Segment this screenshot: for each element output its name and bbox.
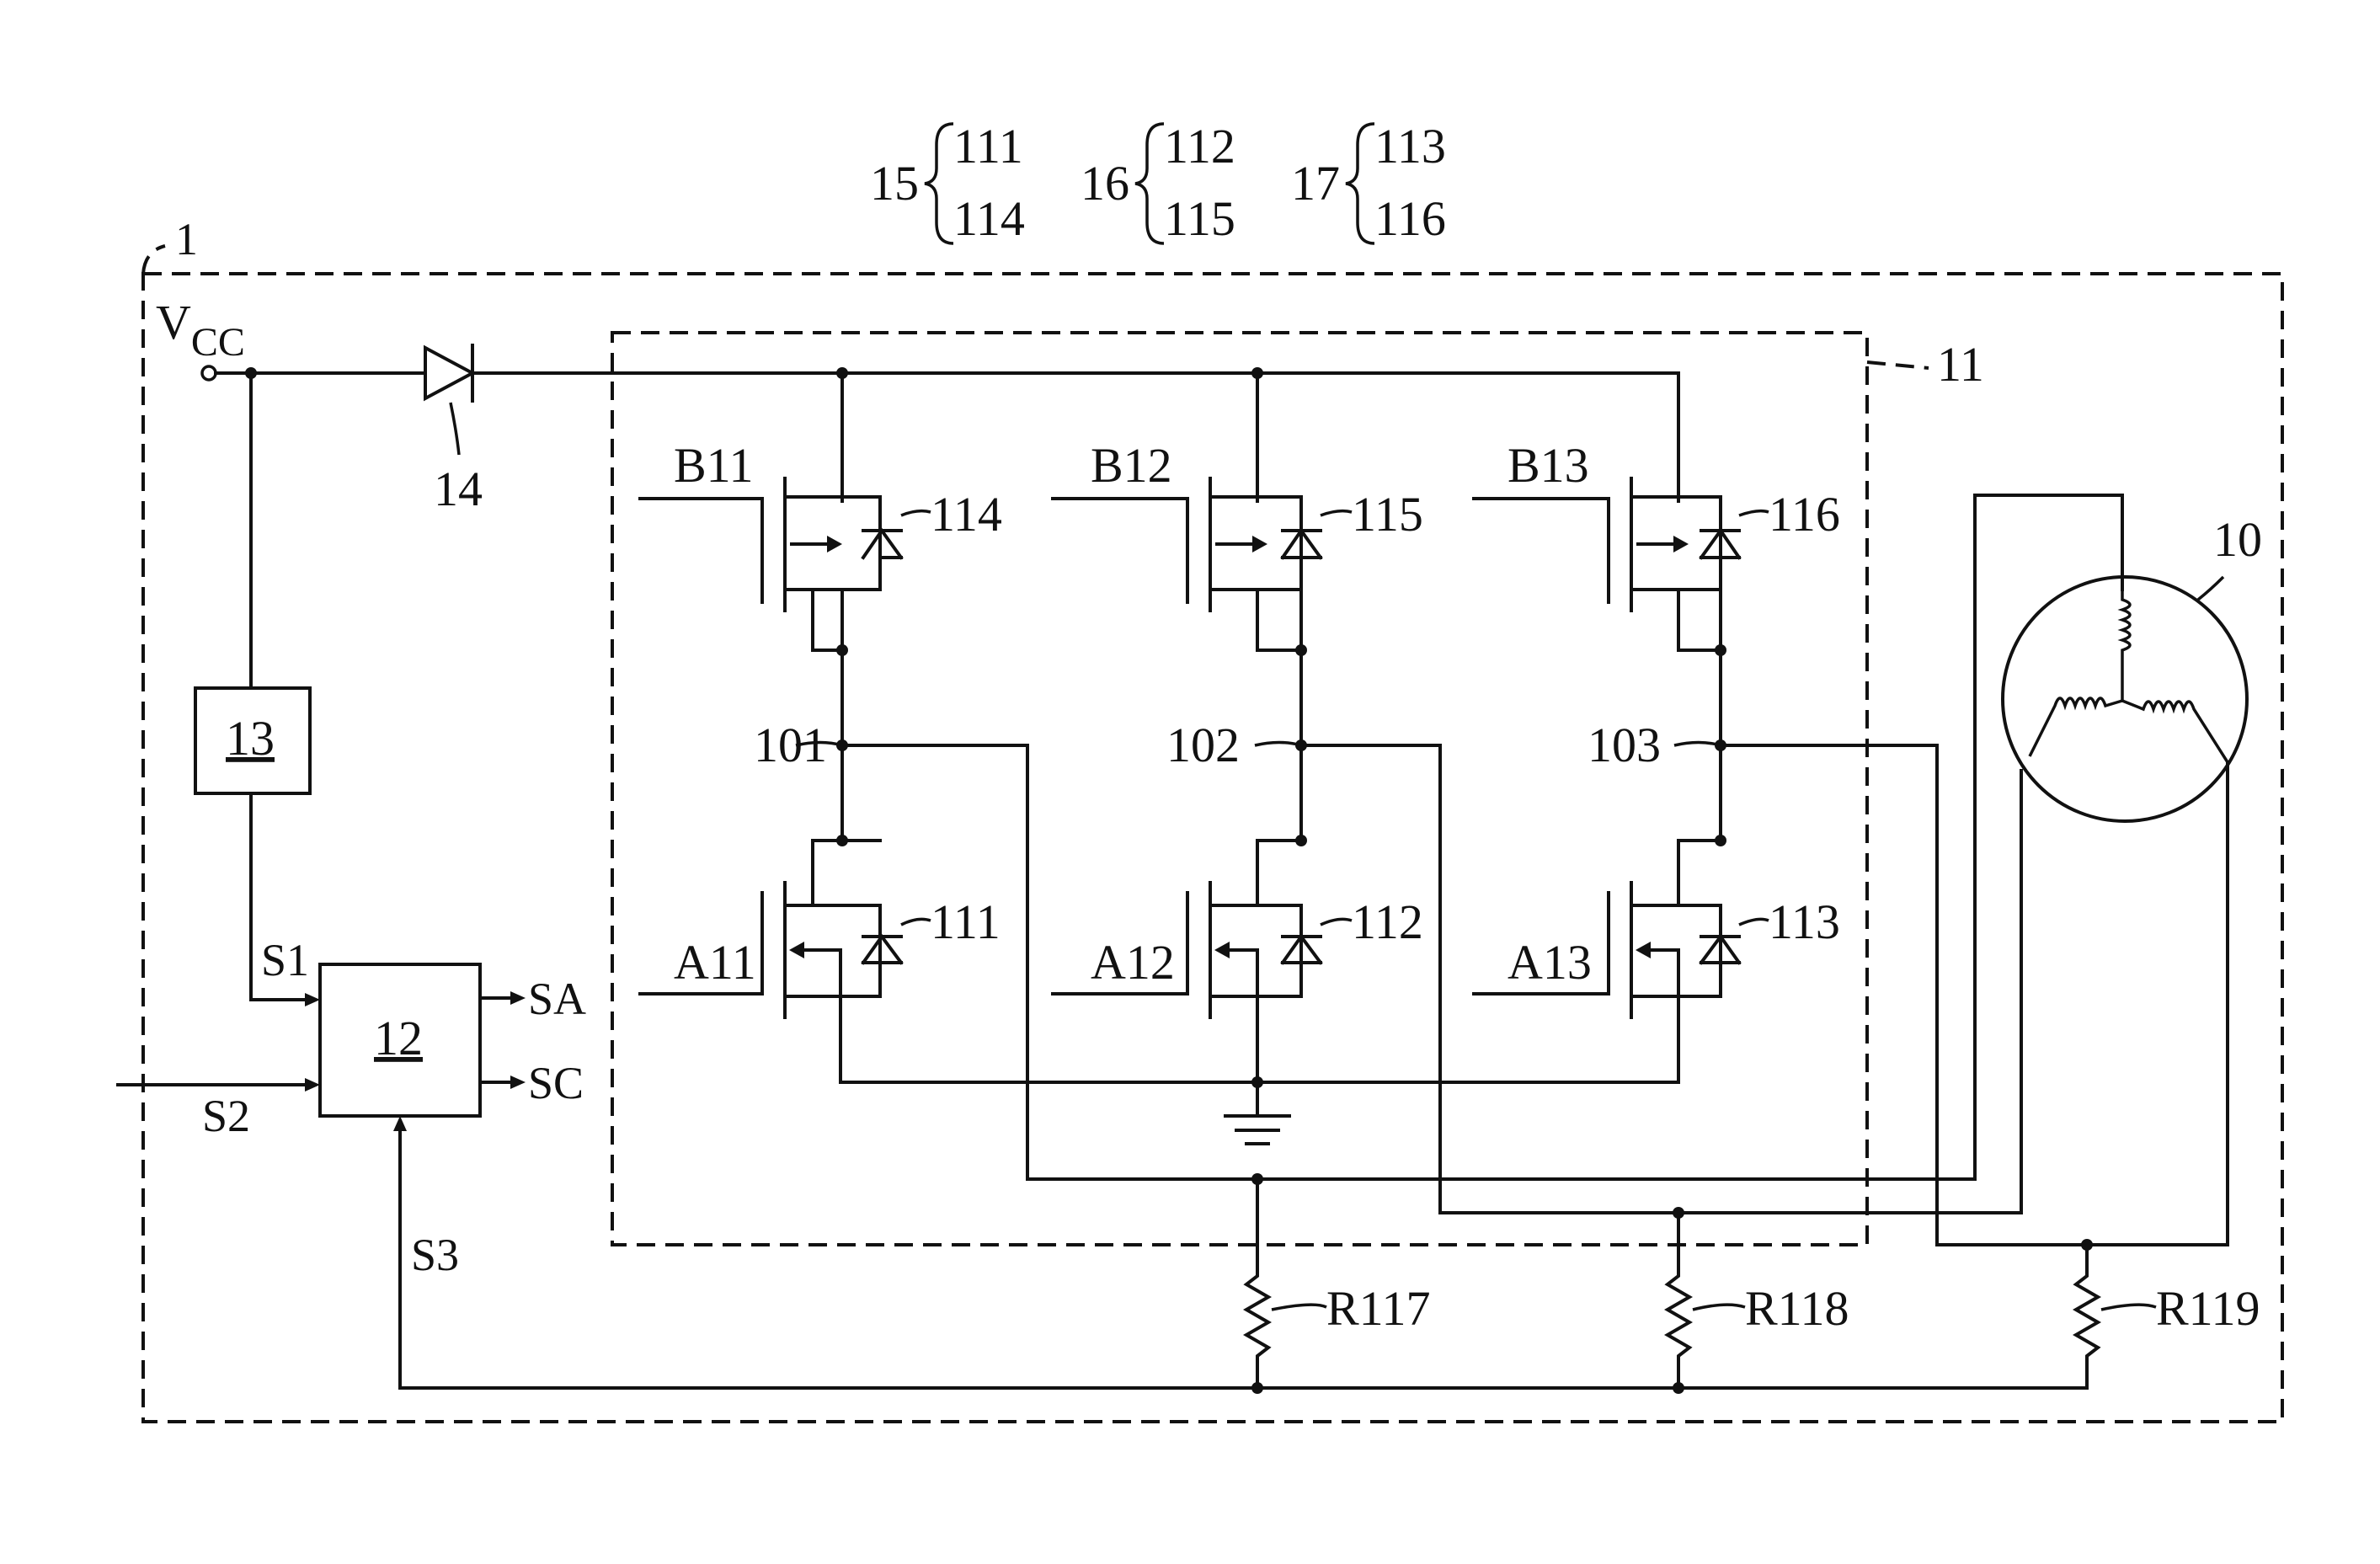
group-16: 16 112 115 xyxy=(1081,119,1235,246)
transistor-113-label: 113 xyxy=(1769,894,1840,949)
resistor-r119-label: R119 xyxy=(2156,1281,2260,1336)
node-101-label: 101 xyxy=(754,718,827,772)
regulator-13-label: 13 xyxy=(226,711,275,766)
group-15-id: 15 xyxy=(870,156,919,211)
winding-a-icon xyxy=(2122,590,2130,701)
transistor-112-label: 112 xyxy=(1352,894,1423,949)
leg-1: 114 B11 101 111 A11 xyxy=(640,373,1002,1082)
transistor-116-label: 116 xyxy=(1769,487,1840,542)
group-17-brace xyxy=(1346,124,1374,243)
group-16-brace xyxy=(1135,124,1164,243)
group-16-bottom: 115 xyxy=(1164,191,1235,246)
resistor-r118-label: R118 xyxy=(1745,1281,1849,1336)
group-legend: 15 111 114 16 112 115 17 113 116 xyxy=(870,119,1446,246)
sense-resistors: R117 R118 R119 xyxy=(400,1173,2260,1394)
diode-14-label: 14 xyxy=(434,462,483,516)
vcc-label: VCC xyxy=(156,295,245,365)
signal-s1-label: S1 xyxy=(261,935,309,985)
group-15-brace xyxy=(925,124,953,243)
transistor-114-label: 114 xyxy=(931,487,1002,542)
resistor-r119: R119 xyxy=(2076,1239,2260,1388)
signal-sc-label: SC xyxy=(528,1058,584,1108)
group-15-bottom: 114 xyxy=(953,191,1025,246)
motor-10: 10 xyxy=(2003,512,2262,821)
group-17-top: 113 xyxy=(1374,119,1446,173)
circuit-1-label: 1 xyxy=(175,214,198,264)
signal-s3-label: S3 xyxy=(411,1230,459,1280)
signal-s2-label: S2 xyxy=(202,1091,250,1141)
transistor-112: 112 A12 xyxy=(1053,835,1423,1082)
winding-b-icon xyxy=(2030,698,2122,756)
node-103-label: 103 xyxy=(1588,718,1661,772)
group-17-bottom: 116 xyxy=(1374,191,1446,246)
group-17: 17 113 116 xyxy=(1291,119,1446,246)
circuit-1-boundary: 1 xyxy=(143,214,2282,1422)
transistor-111: 111 A11 xyxy=(640,835,1001,1082)
gate-b12-label: B12 xyxy=(1091,438,1172,493)
gate-b11-label: B11 xyxy=(674,438,754,493)
controller-12: 12 S1 S2 SA SC S3 xyxy=(118,935,586,1388)
controller-12-label: 12 xyxy=(374,1011,423,1065)
gate-a13-label: A13 xyxy=(1508,935,1592,990)
resistor-r118: R118 xyxy=(1668,1207,1849,1394)
leg-2: 115 B12 102 112 A12 xyxy=(1053,373,1423,1082)
motor-10-label: 10 xyxy=(2213,512,2262,567)
resistor-r117: R117 xyxy=(1246,1173,1431,1394)
ground xyxy=(840,1076,1678,1144)
group-15: 15 111 114 xyxy=(870,119,1025,246)
transistor-115-label: 115 xyxy=(1352,487,1423,542)
group-16-id: 16 xyxy=(1081,156,1129,211)
phase-wires xyxy=(842,495,2228,1245)
transistor-116: 116 B13 xyxy=(1474,373,1840,650)
inverter-11-boundary: 11 xyxy=(612,333,1984,1245)
resistor-r117-label: R117 xyxy=(1326,1281,1431,1336)
diode-14: 14 xyxy=(425,345,842,516)
node-102-label: 102 xyxy=(1166,718,1240,772)
group-16-top: 112 xyxy=(1164,119,1235,173)
transistor-115: 115 B12 xyxy=(1053,373,1423,650)
vcc-terminal xyxy=(202,366,216,380)
gate-a11-label: A11 xyxy=(674,935,756,990)
leg-3: 116 B13 103 113 A13 xyxy=(1474,373,1840,1082)
gate-a12-label: A12 xyxy=(1091,935,1175,990)
gate-b13-label: B13 xyxy=(1508,438,1589,493)
signal-sa-label: SA xyxy=(528,974,586,1024)
transistor-114: 114 B11 xyxy=(640,373,1002,650)
transistor-113: 113 A13 xyxy=(1474,835,1840,1082)
group-15-top: 111 xyxy=(953,119,1023,173)
winding-c-icon xyxy=(2122,701,2228,762)
transistor-111-label: 111 xyxy=(931,894,1001,949)
vcc-supply: VCC 14 xyxy=(156,295,1678,688)
inverter-11-label: 11 xyxy=(1937,337,1984,392)
group-17-id: 17 xyxy=(1291,156,1340,211)
